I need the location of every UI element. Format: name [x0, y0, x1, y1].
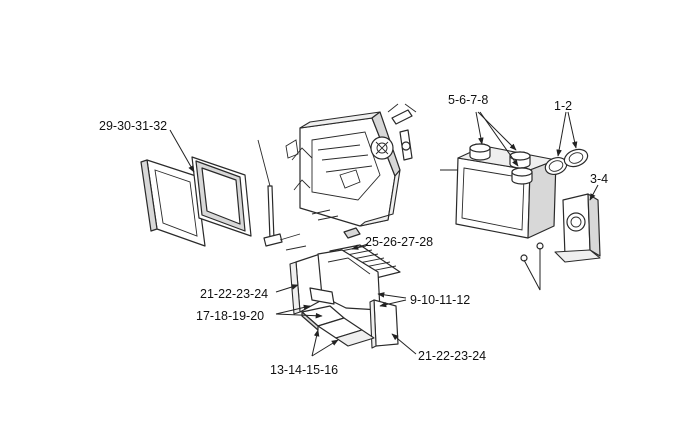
mounting-bracket [554, 193, 601, 263]
callout-labels: 29-30-31-32 5-6-7-8 1-2 3-4 25-26-27-28 … [99, 93, 608, 377]
glass-door-assembly [140, 156, 252, 247]
firebox-bottom-parts [311, 209, 361, 239]
callout-collars: 5-6-7-8 [448, 93, 488, 107]
firebox-body [285, 111, 401, 227]
callout-floor-pieces: 17-18-19-20 [196, 309, 264, 323]
callout-bracket: 3-4 [590, 172, 608, 186]
firebox-small-parts [370, 103, 417, 161]
callout-left-panel: 21-22-23-24 [200, 287, 268, 301]
callout-bottom-pieces: 13-14-15-16 [270, 363, 338, 377]
collar-rings [544, 148, 589, 176]
callout-grate: 25-26-27-28 [365, 235, 433, 249]
leader-lines [169, 111, 599, 357]
rear-housing [455, 143, 557, 262]
callout-glass-door: 29-30-31-32 [99, 119, 167, 133]
callout-right-panel: 21-22-23-24 [418, 349, 486, 363]
callout-back-panel: 9-10-11-12 [410, 293, 470, 307]
control-rod [257, 139, 307, 251]
callout-collar-rings: 1-2 [554, 99, 572, 113]
